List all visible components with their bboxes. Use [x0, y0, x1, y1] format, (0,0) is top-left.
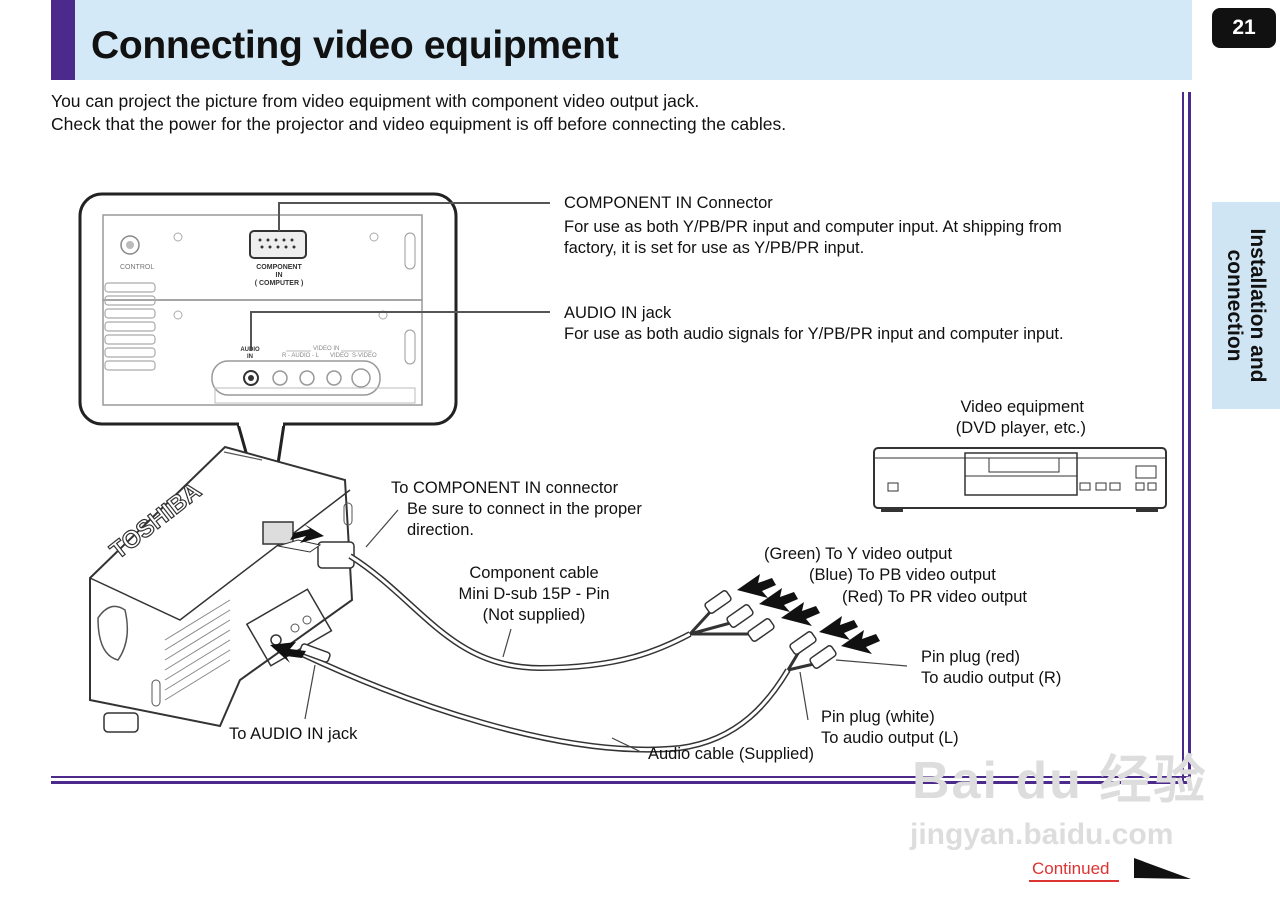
direction-arrows	[270, 524, 880, 663]
pin-plug-white-label-2: To audio output (L)	[821, 729, 959, 747]
blue-output-label: (Blue) To PB video output	[809, 566, 996, 584]
video-equipment-label-1: Video equipment	[960, 398, 1084, 416]
frame-line	[1188, 92, 1191, 782]
video-in-label: VIDEO IN	[311, 346, 342, 352]
pin-plug-white-label-1: Pin plug (white)	[821, 708, 935, 726]
projector-panel-zoom	[78, 192, 550, 426]
frame-line	[51, 776, 1188, 778]
component-cable	[277, 539, 775, 672]
projector-illustration: TOSHIBA	[89, 445, 354, 733]
audio-in-desc: For use as both audio signals for Y/PB/P…	[564, 325, 1064, 343]
title-bar	[51, 0, 1192, 80]
audio-in-title: AUDIO IN jack	[564, 304, 672, 322]
dvd-player-illustration	[873, 447, 1167, 512]
component-cable-label-1: Component cable	[469, 564, 599, 582]
component-in-label: COMPONENT IN ( COMPUTER )	[254, 264, 304, 287]
frame-line	[51, 781, 1191, 784]
page-title: Connecting video equipment	[91, 24, 619, 67]
component-in-desc-2: factory, it is set for use as Y/PB/PR in…	[564, 239, 865, 257]
to-component-label-3: direction.	[407, 521, 474, 539]
video-equipment-label-2: (DVD player, etc.)	[955, 419, 1086, 437]
audio-cable	[299, 631, 837, 753]
intro-line-1: You can project the picture from video e…	[51, 91, 700, 111]
s-video-label: S-VIDEO	[352, 353, 377, 359]
r-audio-l-label: R - AUDIO - L	[282, 353, 320, 359]
audio-in-label: AUDIO IN	[240, 347, 260, 360]
green-output-label: (Green) To Y video output	[764, 545, 953, 563]
pin-plug-red-label-2: To audio output (R)	[921, 669, 1062, 687]
intro-line-2: Check that the power for the projector a…	[51, 114, 787, 134]
to-component-label-1: To COMPONENT IN connector	[391, 479, 619, 497]
video-label: VIDEO	[330, 353, 349, 359]
to-audio-in-label: To AUDIO IN jack	[229, 725, 358, 743]
title-accent	[51, 0, 75, 80]
side-tab-installation[interactable]: Installation and connection	[1212, 202, 1280, 409]
pin-plug-red-label-1: Pin plug (red)	[921, 648, 1021, 666]
audio-cable-label: Audio cable (Supplied)	[648, 745, 815, 763]
to-component-label-2: Be sure to connect in the proper	[407, 500, 642, 518]
red-output-label: (Red) To PR video output	[842, 588, 1027, 606]
continued-arrow-icon	[1134, 858, 1191, 879]
control-label: CONTROL	[120, 264, 155, 271]
frame-line	[1182, 92, 1184, 782]
continued-underline	[1029, 880, 1119, 882]
component-cable-label-3: (Not supplied)	[482, 606, 586, 624]
component-in-title: COMPONENT IN Connector	[564, 194, 773, 212]
intro-text: You can project the picture from video e…	[51, 90, 786, 136]
watermark-url: jingyan.baidu.com	[910, 818, 1174, 851]
page-number: 21	[1212, 8, 1276, 48]
component-in-desc-1: For use as both Y/PB/PR input and comput…	[564, 218, 1062, 236]
component-cable-label-2: Mini D-sub 15P - Pin	[458, 585, 610, 603]
continued-link[interactable]: Continued	[1032, 859, 1110, 878]
watermark-logo: Bai du 经验	[912, 752, 1208, 810]
